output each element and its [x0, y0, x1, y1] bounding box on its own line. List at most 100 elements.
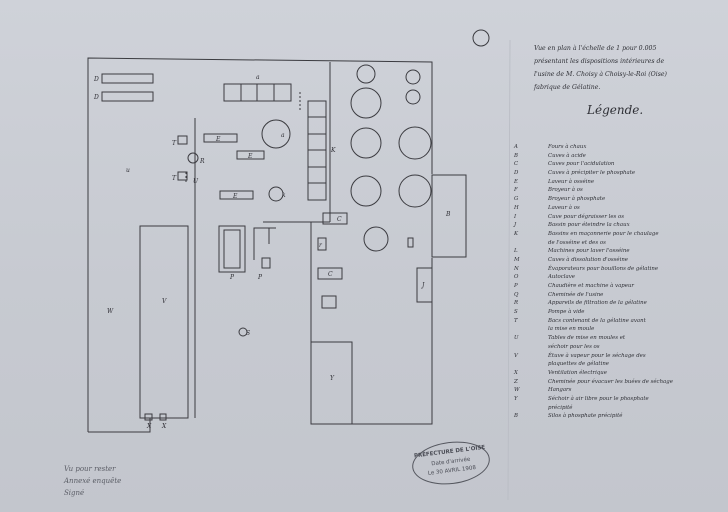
machinery-p: [218, 225, 276, 273]
plan-label: E: [247, 153, 253, 160]
plan-label: u: [126, 167, 130, 174]
legend-item: X Ventilation électrique: [514, 369, 726, 378]
plan-label: K: [330, 147, 336, 154]
legend-text: Bassins en maçonnerie pour le chaulage: [548, 230, 659, 237]
plan-label: a: [256, 74, 260, 81]
header-line: présentant les dispositions intérieures …: [534, 58, 665, 65]
legend-item: S Pompe à vide: [514, 308, 726, 317]
legend-key: G: [514, 196, 519, 203]
legend-text: Cheminée de l'usine: [548, 291, 604, 298]
plan-label: P: [229, 274, 235, 281]
legend-key: V: [514, 352, 518, 359]
legend-key: F: [514, 187, 518, 194]
building-v-outline: [139, 225, 189, 419]
legend-text: Chaudière et machine à vapeur: [548, 283, 634, 289]
legend-key: N: [514, 265, 519, 272]
legend-text: Tables de mise en moules et: [548, 335, 626, 342]
margin-annotation: Vu pour rester Annexé enquête Signé: [64, 463, 121, 499]
legend-text: Cuve pour dégraisser les os: [548, 213, 625, 220]
legend-item: L Machines pour laver l'osséine: [514, 247, 726, 256]
small-square-1: [177, 135, 188, 145]
legend-text: Appareils de filtration de la gélatine: [548, 300, 647, 307]
legend-key: T: [514, 317, 518, 324]
legend-key: C: [514, 161, 519, 168]
header-line: Vue en plan à l'échelle de 1 pour 0.005: [534, 45, 657, 52]
legend-text: Fours à chaux: [548, 144, 587, 150]
legend-item: C Cuves pour l'acidulation: [514, 160, 726, 169]
plan-label: S: [246, 330, 250, 337]
plan-label: T: [172, 175, 177, 182]
small-square-2: [177, 171, 188, 181]
plan-label: D: [93, 94, 99, 101]
legend-item: séchoir pour les os: [514, 343, 726, 352]
plan-label: k: [282, 192, 286, 199]
legend-key: E: [514, 178, 518, 185]
legend-text: Cuves pour l'acidulation: [548, 161, 615, 168]
plan-label: T: [172, 140, 177, 147]
legend-text: Cuves à précipiter le phosphate: [548, 170, 636, 177]
plan-label: X: [146, 423, 152, 430]
legend-item: N Évaporateurs pour bouillons de gélatine: [514, 265, 726, 274]
plan-label: R: [199, 158, 205, 165]
plan-label: C: [328, 271, 333, 278]
small-circle-r: [187, 152, 199, 164]
rect-d-1: [101, 73, 154, 84]
legend-text: Autoclave: [548, 274, 575, 281]
legend-key: O: [514, 274, 519, 281]
legend-text: Séchoir à air libre pour le phosphate: [548, 395, 649, 402]
plan-label: U: [193, 178, 199, 185]
tank-circles: [238, 29, 490, 337]
legend-key: Y: [514, 395, 518, 402]
plan-label: E: [215, 136, 221, 143]
legend-key: M: [514, 256, 520, 263]
annotation-line: Vu pour rester: [64, 465, 116, 473]
rect-e-1: [203, 133, 238, 143]
legend-key: X: [514, 369, 518, 376]
legend-text: Évaporateurs pour bouillons de gélatine: [548, 265, 659, 272]
legend-key: Q: [514, 291, 519, 298]
building-j-outline: [416, 267, 433, 303]
legend-key: I: [514, 213, 517, 220]
legend-text: Ventilation électrique: [548, 369, 607, 376]
plan-label: D: [93, 76, 99, 83]
plan-label: r: [319, 242, 323, 249]
legend-item: O Autoclave: [514, 273, 726, 282]
legend-text: précipité: [548, 404, 573, 411]
header-line: l'usine de M. Choisy à Choisy-le-Roi (Oi…: [534, 71, 667, 78]
plan-labels: D D a u T R T U E E E a k K V W P P C C …: [93, 74, 451, 430]
plan-label: W: [107, 308, 114, 315]
rect-small-s: [407, 237, 414, 248]
plan-label: J: [420, 282, 425, 289]
legend-key: B: [514, 152, 518, 159]
rect-e-2: [236, 150, 265, 160]
rect-r: [317, 237, 327, 251]
plan-label: C: [337, 216, 342, 223]
legend-text: Silos à phosphate précipité: [548, 413, 623, 420]
legend-text: plaquettes de gélatine: [548, 361, 609, 368]
dashed-guides: [185, 92, 301, 182]
legend-key: Z: [514, 378, 518, 385]
legend-text: Machines pour laver l'osséine: [548, 248, 630, 255]
plan-label: X: [161, 423, 167, 430]
legend-text: Étuve à vapeur pour le séchage des: [548, 352, 646, 359]
legend-key: J: [514, 222, 517, 229]
legend-item: de l'osséine et des os: [514, 239, 726, 248]
legend-text: Pompe à vide: [548, 309, 585, 316]
legend-item: précipité: [514, 404, 726, 413]
building-b-outline: [431, 174, 467, 258]
legend-key: S: [514, 309, 518, 316]
legend-key: L: [514, 248, 518, 255]
